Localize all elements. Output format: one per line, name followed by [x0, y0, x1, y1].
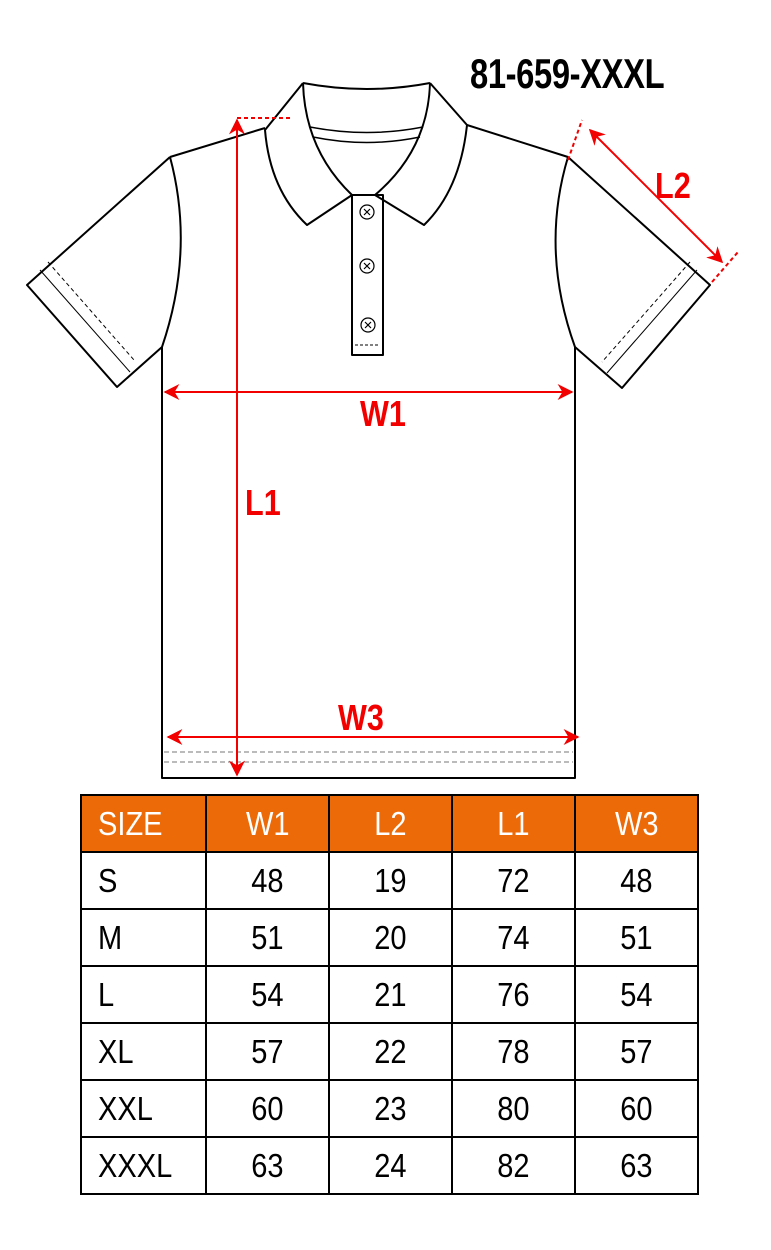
hem-stitching	[164, 751, 573, 763]
value-cell: 60	[574, 1079, 699, 1138]
left-cuff	[39, 269, 131, 373]
l2-arrow	[588, 128, 724, 264]
neckline	[302, 82, 431, 196]
header-cell: L1	[451, 794, 576, 853]
collar-right	[374, 82, 468, 226]
value-cell: 63	[205, 1136, 330, 1195]
size-cell: XL	[80, 1022, 207, 1081]
product-code: 81-659-XXXL	[470, 50, 665, 97]
value-cell: 74	[451, 908, 576, 967]
value-cell: 60	[205, 1079, 330, 1138]
value-cell: 19	[328, 851, 453, 910]
size-cell: S	[80, 851, 207, 910]
value-cell: 48	[205, 851, 330, 910]
header-cell: W1	[205, 794, 330, 853]
value-cell: 76	[451, 965, 576, 1024]
value-cell: 82	[451, 1136, 576, 1195]
measurement-lines	[163, 117, 739, 777]
value-cell: 63	[574, 1136, 699, 1195]
value-cell: 80	[451, 1079, 576, 1138]
value-cell: 21	[328, 965, 453, 1024]
label-w1: W1	[360, 393, 406, 434]
header-cell: L2	[328, 794, 453, 853]
placket	[351, 194, 384, 356]
label-l1: L1	[245, 482, 281, 523]
right-cuff	[606, 269, 698, 374]
button-icons	[359, 204, 376, 333]
left-sleeve	[26, 156, 182, 388]
value-cell: 24	[328, 1136, 453, 1195]
label-w3: W3	[338, 697, 384, 738]
size-cell: M	[80, 908, 207, 967]
size-cell: XXL	[80, 1079, 207, 1138]
size-cell: L	[80, 965, 207, 1024]
label-l2: L2	[655, 165, 691, 206]
value-cell: 20	[328, 908, 453, 967]
right-sleeve	[554, 156, 711, 389]
shirt-outline	[26, 82, 711, 779]
value-cell: 51	[574, 908, 699, 967]
value-cell: 54	[205, 965, 330, 1024]
value-cell: 57	[205, 1022, 330, 1081]
value-cell: 78	[451, 1022, 576, 1081]
value-cell: 54	[574, 965, 699, 1024]
header-cell: W3	[574, 794, 699, 853]
value-cell: 51	[205, 908, 330, 967]
header-row: SIZE W1 L2 L1 W3	[80, 794, 699, 853]
header-cell: SIZE	[80, 794, 207, 853]
collar-left	[264, 82, 353, 226]
value-cell: 72	[451, 851, 576, 910]
value-cell: 23	[328, 1079, 453, 1138]
collar-back	[302, 82, 431, 90]
value-cell: 57	[574, 1022, 699, 1081]
polo-shirt-diagram	[26, 82, 739, 779]
value-cell: 22	[328, 1022, 453, 1081]
value-cell: 48	[574, 851, 699, 910]
body	[161, 124, 576, 779]
size-cell: XXXL	[80, 1136, 207, 1195]
